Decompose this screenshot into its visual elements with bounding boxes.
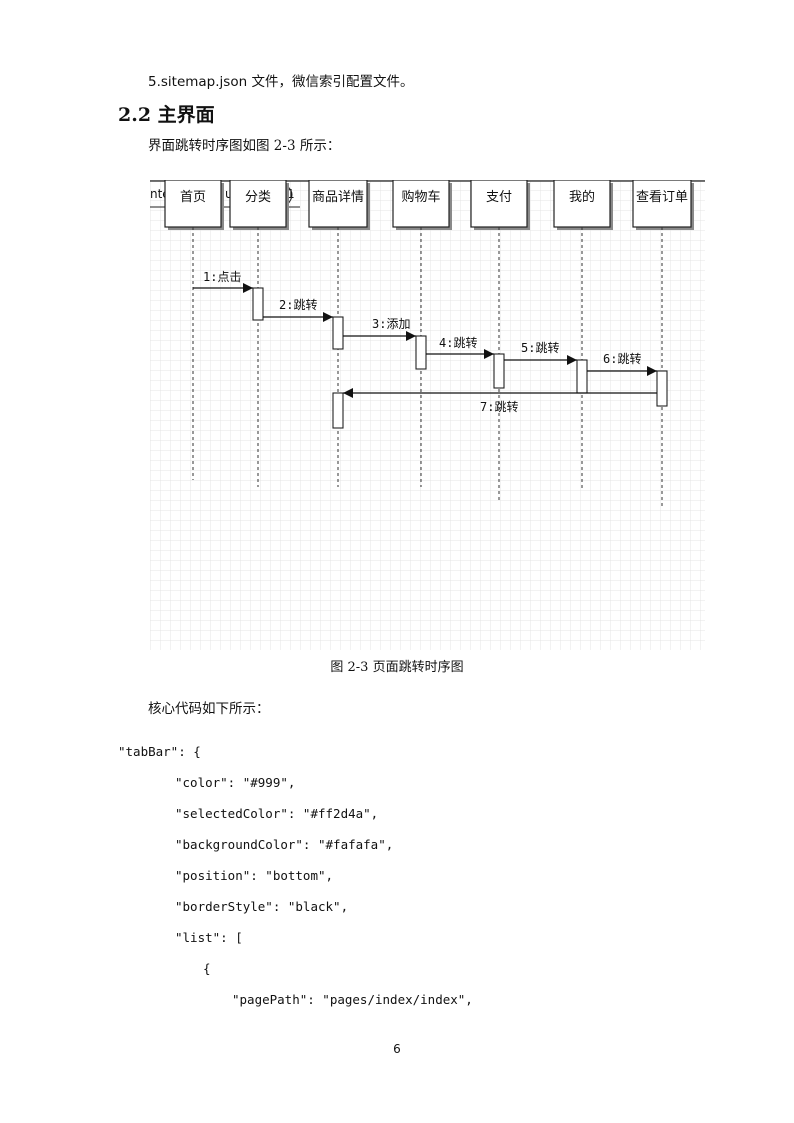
code-line: "position": "bottom", bbox=[175, 868, 334, 883]
message-arrowhead bbox=[323, 312, 333, 322]
activation-bar bbox=[656, 370, 668, 407]
code-line: "backgroundColor": "#fafafa", bbox=[175, 837, 394, 852]
page-number: 6 bbox=[393, 1042, 401, 1056]
figure-caption: 图 2-3 页面跳转时序图 bbox=[330, 660, 464, 675]
lifeline-box bbox=[164, 180, 222, 228]
lifeline-label: 商品详情 bbox=[312, 190, 364, 205]
message-arrowhead bbox=[567, 355, 577, 365]
paragraph-code-intro: 核心代码如下所示： bbox=[148, 701, 270, 717]
code-line: "pagePath": "pages/index/index", bbox=[232, 992, 473, 1007]
activation-bar bbox=[576, 359, 588, 394]
code-line: { bbox=[203, 961, 211, 976]
activation-bar bbox=[332, 392, 344, 429]
code-line: "selectedColor": "#ff2d4a", bbox=[175, 806, 379, 821]
paragraph-diagram-intro: 界面跳转时序图如图 2-3 所示： bbox=[148, 138, 341, 154]
activation-bar bbox=[493, 353, 505, 389]
activation-bar bbox=[252, 287, 264, 321]
message-arrowhead bbox=[343, 388, 353, 398]
message-arrowhead bbox=[647, 366, 657, 376]
message-label: 6:跳转 bbox=[603, 351, 641, 366]
sequence-diagram: nte u 1 首页分类商品详情购物车支付我的查看订单 1:点击2:跳转3:添加… bbox=[150, 180, 705, 650]
message-label: 7:跳转 bbox=[480, 399, 518, 414]
message-label: 4:跳转 bbox=[439, 335, 477, 350]
message-label: 5:跳转 bbox=[521, 340, 559, 355]
lifeline-label: 首页 bbox=[180, 190, 206, 205]
section-heading: 2.2 主界面 bbox=[118, 104, 215, 126]
paragraph-sitemap: 5.sitemap.json 文件，微信索引配置文件。 bbox=[148, 74, 414, 90]
message-arrowhead bbox=[243, 283, 253, 293]
grid-background bbox=[150, 180, 705, 650]
code-line: "borderStyle": "black", bbox=[175, 899, 349, 914]
message-label: 1:点击 bbox=[203, 270, 241, 284]
lifeline-label: 查看订单 bbox=[636, 189, 688, 205]
lifeline-box bbox=[308, 180, 368, 228]
lifeline-label: 购物车 bbox=[401, 189, 440, 205]
message-arrowhead bbox=[484, 349, 494, 359]
code-line: "tabBar": { bbox=[118, 744, 201, 759]
activation-bar bbox=[415, 335, 427, 370]
hidden-label-3: 1 bbox=[287, 187, 295, 201]
lifeline-box bbox=[470, 180, 528, 228]
code-line: "color": "#999", bbox=[175, 775, 296, 790]
lifeline-box bbox=[392, 180, 450, 228]
code-line: "list": [ bbox=[175, 930, 243, 945]
message-label: 3:添加 bbox=[372, 317, 410, 331]
hidden-label-2: u bbox=[225, 187, 233, 201]
lifeline-label: 分类 bbox=[245, 190, 271, 205]
message-label: 2:跳转 bbox=[279, 297, 317, 312]
activation-bar bbox=[332, 316, 344, 350]
message-arrowhead bbox=[406, 331, 416, 341]
lifeline-label: 我的 bbox=[569, 189, 595, 205]
lifeline-box bbox=[553, 180, 611, 228]
lifeline-label: 支付 bbox=[486, 190, 512, 205]
